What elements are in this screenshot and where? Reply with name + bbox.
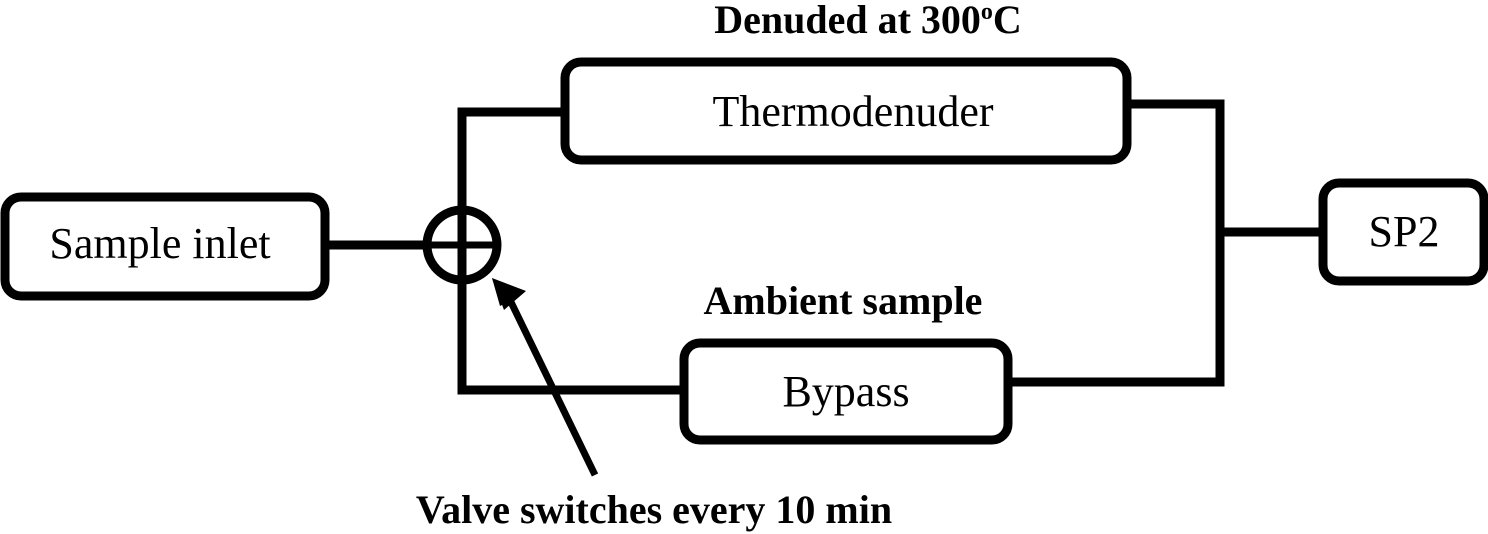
- degree-sup: o: [981, 0, 993, 25]
- bypass-node: Bypass: [679, 338, 1013, 445]
- merge-pipe: [1003, 99, 1225, 387]
- valve-branch-pipe: [457, 107, 689, 395]
- sp2-label: SP2: [1369, 207, 1440, 256]
- sample-inlet-label: Sample inlet: [49, 219, 270, 268]
- thermodenuder-annotation: Denuded at 300oC: [714, 0, 1022, 42]
- bypass-annotation: Ambient sample: [704, 278, 983, 323]
- thermodenuder-label: Thermodenuder: [713, 87, 994, 136]
- valve-caption: Valve switches every 10 min: [416, 487, 892, 532]
- thermodenuder-annotation-text: Denuded at 300: [714, 0, 981, 42]
- arrow-head-icon: [492, 278, 526, 310]
- sp2-node: SP2: [1318, 178, 1488, 286]
- valve-icon: [422, 205, 502, 285]
- connectors: [320, 99, 1328, 395]
- bypass-label: Bypass: [782, 367, 909, 416]
- thermodenuder-node: Thermodenuder: [560, 57, 1132, 165]
- sample-inlet-node: Sample inlet: [0, 192, 330, 301]
- unit-c: C: [993, 0, 1022, 42]
- valve-arrow: [492, 278, 599, 477]
